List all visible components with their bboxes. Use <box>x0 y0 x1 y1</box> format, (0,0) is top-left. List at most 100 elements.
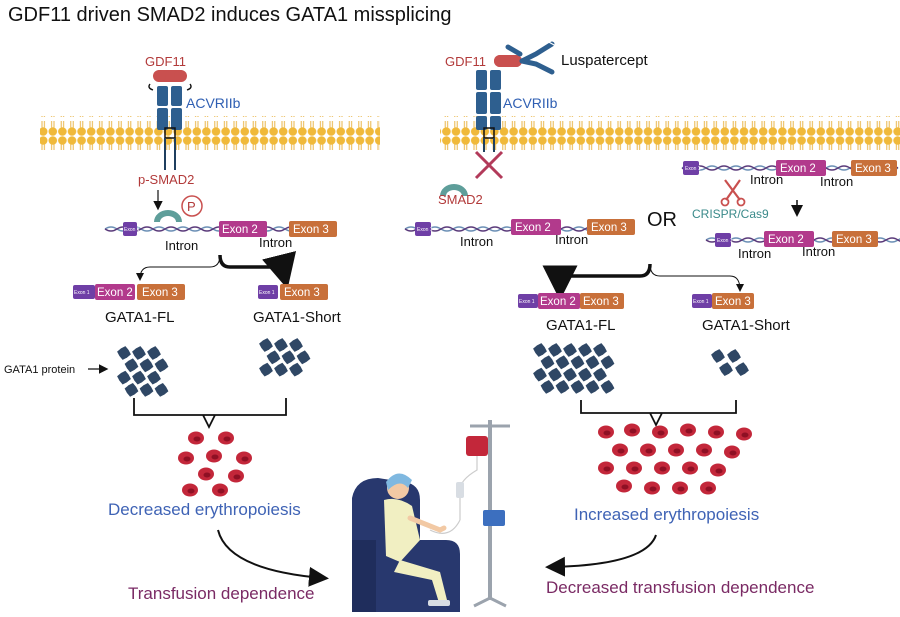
left-outcome-label: Decreased erythropoiesis <box>108 500 301 519</box>
right-splice-arrow-fl <box>542 263 652 301</box>
svg-text:Exon 1: Exon 1 <box>685 166 701 172</box>
right-isoform-fl-label: GATA1-FL <box>546 317 615 334</box>
left-splice-arrow-fl <box>136 254 221 281</box>
protein-particle <box>540 355 555 370</box>
right-protein-cluster-fl <box>533 343 615 394</box>
protein-particle <box>281 350 296 365</box>
protein-particle <box>585 355 600 370</box>
left-transcript-fl: Exon 1 Exon 2 Exon 3 <box>73 284 185 300</box>
edited-gene: Exon 1 Exon 2 Exon 3 <box>705 231 900 247</box>
crispr-intron-label-2: Intron <box>820 174 853 189</box>
left-gdf11-ligand <box>153 70 187 82</box>
svg-text:Exon 3: Exon 3 <box>284 287 320 299</box>
antibody-icon <box>505 39 557 75</box>
protein-particle <box>570 355 585 370</box>
protein-particle <box>719 362 733 376</box>
gata1-protein-label: GATA1 protein <box>4 364 75 376</box>
protein-particle <box>548 367 562 382</box>
protein-particle <box>600 355 615 370</box>
protein-particle <box>570 380 585 394</box>
protein-particle <box>139 358 154 373</box>
left-psmad2-label: p-SMAD2 <box>138 172 194 187</box>
protein-particle <box>289 362 303 377</box>
right-outcome-arrow <box>545 534 657 577</box>
protein-particle <box>139 383 154 397</box>
protein-particle <box>124 383 139 397</box>
left-acvriib-label: ACVRIIb <box>186 95 241 111</box>
protein-particle <box>711 349 725 363</box>
svg-text:Exon 3: Exon 3 <box>836 234 872 246</box>
right-isoform-short-label: GATA1-Short <box>702 317 791 334</box>
right-outcome-label: Increased erythropoiesis <box>574 505 759 524</box>
right-splice-arrow-short <box>649 263 744 292</box>
left-outcome-arrow <box>217 529 329 587</box>
svg-text:Exon 1: Exon 1 <box>124 227 140 233</box>
left-merge-bracket <box>133 398 287 430</box>
crispr-target-gene: Exon 1 Exon 2 Exon 3 <box>681 160 899 176</box>
protein-particle <box>147 346 161 360</box>
left-acvriib-receptor <box>157 86 182 170</box>
left-phospho-circle <box>181 195 203 217</box>
protein-particle <box>727 349 741 363</box>
protein-particle <box>124 358 139 373</box>
right-transcript-short: Exon 1 Exon 3 <box>692 293 754 309</box>
left-transcript-short: Exon 1 Exon 3 <box>258 284 328 300</box>
blocked-signal-icon <box>474 150 504 180</box>
left-smad2-shape <box>154 210 182 222</box>
protein-particle <box>548 343 562 357</box>
protein-particle <box>289 338 303 352</box>
protein-particle <box>259 362 273 377</box>
protein-particle <box>600 380 615 394</box>
crispr-intron-label-1: Intron <box>750 172 783 187</box>
right-gene-exon3: Exon 3 <box>591 222 627 234</box>
left-gene-exon3: Exon 3 <box>293 224 329 236</box>
protein-particle <box>555 355 570 370</box>
left-phospho-label: P <box>187 199 196 214</box>
protein-particle <box>533 367 547 382</box>
right-gdf11-ligand <box>494 55 522 67</box>
protein-particle <box>593 343 607 357</box>
right-acvriib-receptor <box>476 70 501 152</box>
luspatercept-label: Luspatercept <box>561 52 649 69</box>
left-gata1-gene: Exon 1 Exon 2 Exon 3 <box>104 221 337 237</box>
right-panel: GDF11 Luspatercept ACVRIIb SMAD2 <box>404 39 900 597</box>
svg-text:Exon 2: Exon 2 <box>780 163 816 175</box>
protein-particle <box>154 358 169 373</box>
right-red-blood-cells <box>598 423 752 495</box>
right-smad2-shape <box>440 184 468 196</box>
left-panel: GDF11 ACVRIIb p-SMAD2 P Exon <box>4 54 380 603</box>
protein-particle <box>578 343 592 357</box>
right-gdf11-label: GDF11 <box>445 54 486 69</box>
protein-particle <box>274 338 288 352</box>
protein-particle <box>296 350 311 365</box>
iv-drip-icon <box>429 420 510 608</box>
svg-text:Exon 2: Exon 2 <box>97 287 133 299</box>
right-clinical-label: Decreased transfusion dependence <box>546 578 814 597</box>
svg-text:Exon 3: Exon 3 <box>855 163 891 175</box>
left-clinical-label: Transfusion dependence <box>128 584 315 603</box>
left-isoform-short-label: GATA1-Short <box>253 309 342 326</box>
protein-particle <box>593 367 607 382</box>
svg-text:Exon 3: Exon 3 <box>715 296 751 308</box>
left-protein-cluster-fl <box>117 346 169 397</box>
left-gdf11-label: GDF11 <box>145 54 186 69</box>
protein-particle <box>585 380 600 394</box>
protein-particle <box>274 362 288 377</box>
protein-particle <box>735 362 749 376</box>
svg-text:Exon 2: Exon 2 <box>768 234 804 246</box>
svg-text:Exon 1: Exon 1 <box>74 290 90 296</box>
left-red-blood-cells <box>178 431 252 497</box>
left-intron-label-1: Intron <box>165 238 198 253</box>
svg-text:Exon 1: Exon 1 <box>519 299 535 305</box>
right-intron-label-2: Intron <box>555 232 588 247</box>
right-acvriib-label: ACVRIIb <box>503 95 558 111</box>
protein-particle <box>563 367 577 382</box>
right-smad2-label: SMAD2 <box>438 192 483 207</box>
svg-text:Exon 2: Exon 2 <box>540 296 576 308</box>
protein-particle <box>132 370 146 385</box>
right-merge-bracket <box>580 400 737 428</box>
protein-particle <box>259 338 273 352</box>
protein-particle <box>540 380 555 394</box>
left-gene-exon2: Exon 2 <box>222 224 258 236</box>
protein-particle <box>533 343 547 357</box>
